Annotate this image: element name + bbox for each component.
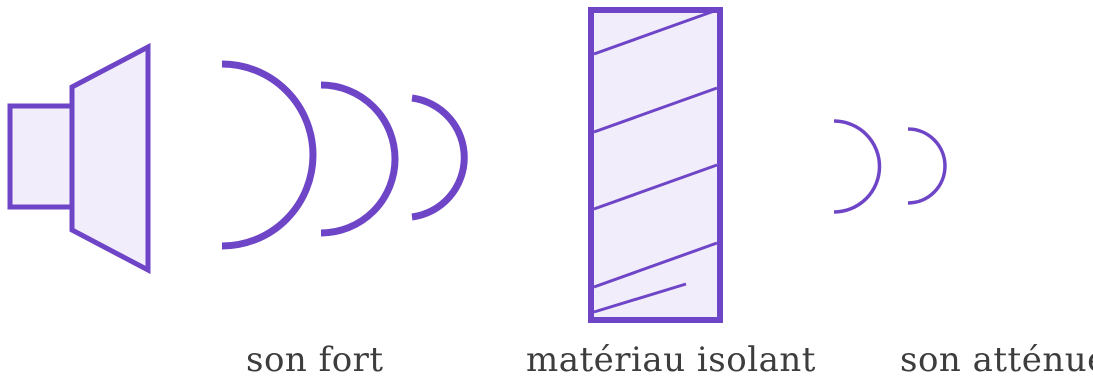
strong-sound-label: son fort	[246, 340, 384, 380]
strong-wave-arc-2	[321, 85, 395, 233]
speaker-icon	[10, 47, 148, 270]
insulating-panel	[591, 10, 720, 320]
attenuated-wave-arc-1	[834, 121, 880, 212]
strong-wave-arc-1	[222, 64, 313, 246]
insulating-panel-body	[591, 10, 720, 320]
strong-wave-arc-3	[412, 98, 464, 217]
speaker-cone	[72, 47, 148, 270]
attenuated-sound-label: son atténué	[900, 340, 1093, 380]
strong-sound-waves	[222, 64, 464, 246]
attenuated-wave-arc-2	[908, 129, 945, 203]
attenuated-sound-waves	[834, 121, 945, 212]
insulating-material-label: matériau isolant	[526, 340, 816, 380]
speaker-magnet	[10, 106, 72, 207]
